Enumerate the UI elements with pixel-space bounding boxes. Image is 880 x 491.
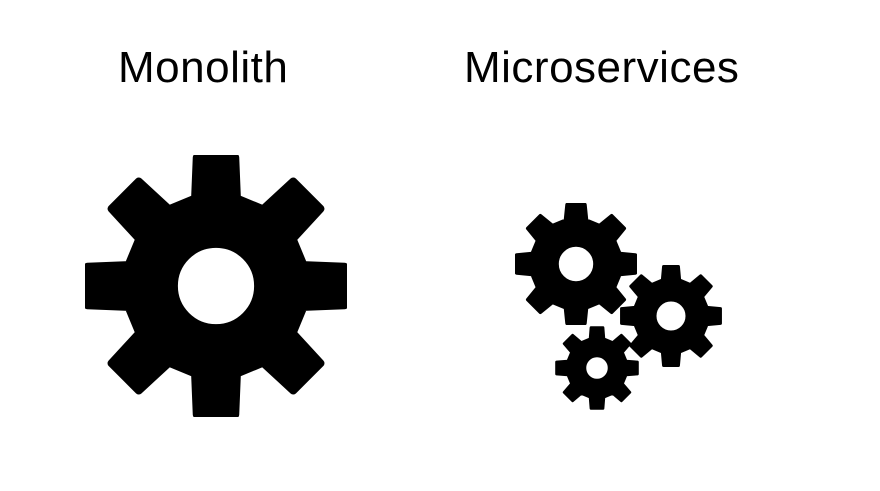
small-gear-bottom-icon: [555, 326, 639, 410]
gear-shape: [85, 155, 347, 417]
small-gear-top-icon: [515, 203, 637, 325]
small-gear-right-icon: [620, 265, 722, 367]
monolith-title: Monolith: [118, 43, 289, 92]
gear-shape: [555, 326, 639, 410]
large-gear-icon: [85, 155, 347, 417]
microservices-title: Microservices: [464, 43, 740, 92]
gear-shape: [620, 265, 722, 367]
gear-shape: [515, 203, 637, 325]
